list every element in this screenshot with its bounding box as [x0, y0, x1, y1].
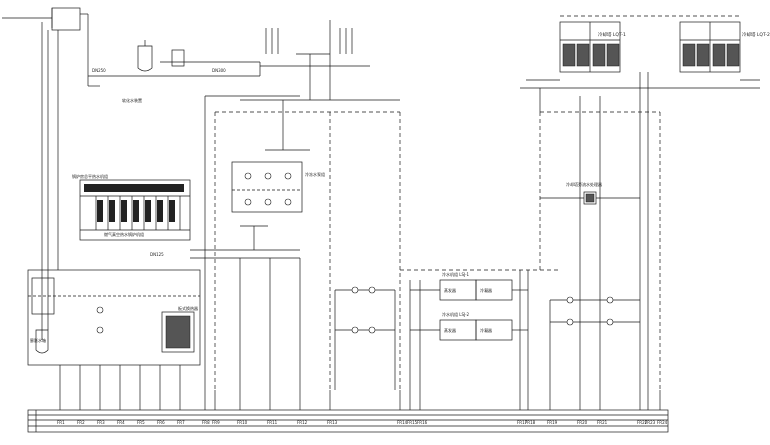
riser-tag: FR6 — [157, 420, 165, 425]
expansion-tank — [35, 329, 49, 354]
riser-tag: FR17 — [517, 420, 528, 425]
riser-tag: FR24 — [657, 420, 668, 425]
label-equipment-box: 燃气真空热水锅炉机组 — [104, 231, 144, 237]
riser-tag: FR1 — [57, 420, 65, 425]
riser-tag: FR9 — [212, 420, 220, 425]
softener-unit — [171, 49, 185, 67]
riser-header-bar — [27, 409, 669, 433]
label-cond-2: 冷凝器 — [480, 327, 492, 333]
riser-tag: FR21 — [597, 420, 608, 425]
label-tank: 膨胀水箱 — [30, 337, 46, 343]
label-pipe-b: DN125 — [150, 252, 164, 257]
label-water-treatment: 软化水装置 — [122, 97, 142, 103]
pump-group-frame — [231, 161, 303, 213]
label-chiller-1: 冷水机组 LSJ-1 — [442, 271, 470, 277]
riser-tag: FR10 — [237, 420, 248, 425]
riser-tag: FR12 — [297, 420, 308, 425]
riser-tag: FR19 — [547, 420, 558, 425]
riser-tag: FR22 — [637, 420, 648, 425]
label-boiler-title: 锅炉房总平热水机组 — [72, 173, 108, 179]
label-pipe-c: DN300 — [212, 68, 226, 73]
label-cond-1: 冷凝器 — [480, 287, 492, 293]
label-pipe-a: DN250 — [92, 68, 106, 73]
riser-tag: FR20 — [577, 420, 588, 425]
left-vessel — [31, 277, 55, 315]
riser-tag: FR2 — [77, 420, 85, 425]
riser-tag: FR8 — [202, 420, 210, 425]
makeup-tank — [51, 7, 81, 31]
riser-tag: FR15 — [407, 420, 418, 425]
riser-tag: FR11 — [267, 420, 278, 425]
label-small-equipment: 冷却塔旁流水处理器 — [566, 181, 602, 187]
riser-tag: FR4 — [117, 420, 125, 425]
plate-heat-exchanger — [161, 311, 195, 353]
label-cooling-tower-1: 冷却塔 LQT-1 — [598, 31, 626, 38]
label-chiller-2: 冷水机组 LSJ-2 — [442, 311, 470, 317]
riser-tag: FR5 — [137, 420, 145, 425]
label-evap-2: 蒸发器 — [444, 327, 456, 333]
riser-tag: FR14 — [397, 420, 408, 425]
riser-tag: FR23 — [645, 420, 656, 425]
label-evap-1: 蒸发器 — [444, 287, 456, 293]
riser-tag: FR18 — [525, 420, 536, 425]
softener-tank — [137, 45, 153, 72]
label-hx: 板式换热器 — [178, 305, 198, 311]
riser-tag: FR13 — [327, 420, 338, 425]
label-pump-group: 冷冻水泵组 — [305, 171, 325, 177]
riser-tag: FR7 — [177, 420, 185, 425]
riser-tag: FR3 — [97, 420, 105, 425]
riser-tag: FR16 — [417, 420, 428, 425]
label-cooling-tower-2: 冷却塔 LQT-2 — [742, 31, 770, 38]
boiler-room-box — [27, 269, 201, 366]
boiler-equipment-box — [79, 179, 191, 241]
